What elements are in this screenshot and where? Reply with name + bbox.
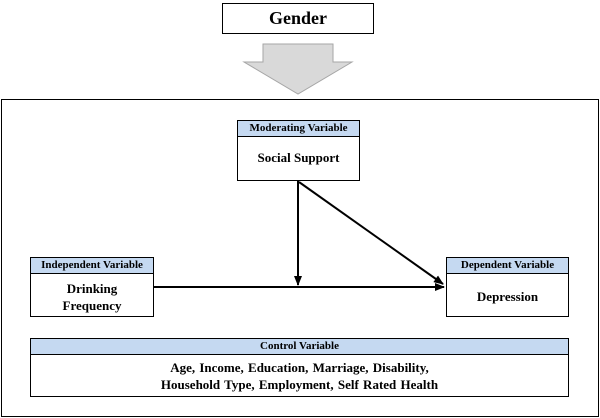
dependent-variable-box: Dependent Variable Depression bbox=[446, 257, 569, 317]
dependent-variable-content: Depression bbox=[476, 289, 539, 304]
moderating-variable-header: Moderating Variable bbox=[238, 121, 359, 137]
model-frame bbox=[1, 99, 599, 417]
independent-variable-box: Independent Variable Drinking Frequency bbox=[30, 257, 154, 317]
dependent-variable-header: Dependent Variable bbox=[447, 258, 568, 274]
independent-variable-content: Drinking Frequency bbox=[62, 281, 122, 313]
down-arrow-shape bbox=[242, 43, 354, 95]
control-variable-box: Control Variable Age, Income, Education,… bbox=[30, 338, 569, 397]
moderating-variable-box: Moderating Variable Social Support bbox=[237, 120, 360, 181]
gender-box: Gender bbox=[222, 3, 374, 34]
control-variable-content: Age, Income, Education, Marriage, Disabi… bbox=[160, 360, 439, 392]
moderating-variable-content: Social Support bbox=[257, 150, 340, 165]
control-variable-header: Control Variable bbox=[31, 339, 568, 355]
moderation-diagonal-arrow bbox=[298, 181, 444, 285]
independent-variable-header: Independent Variable bbox=[31, 258, 153, 274]
